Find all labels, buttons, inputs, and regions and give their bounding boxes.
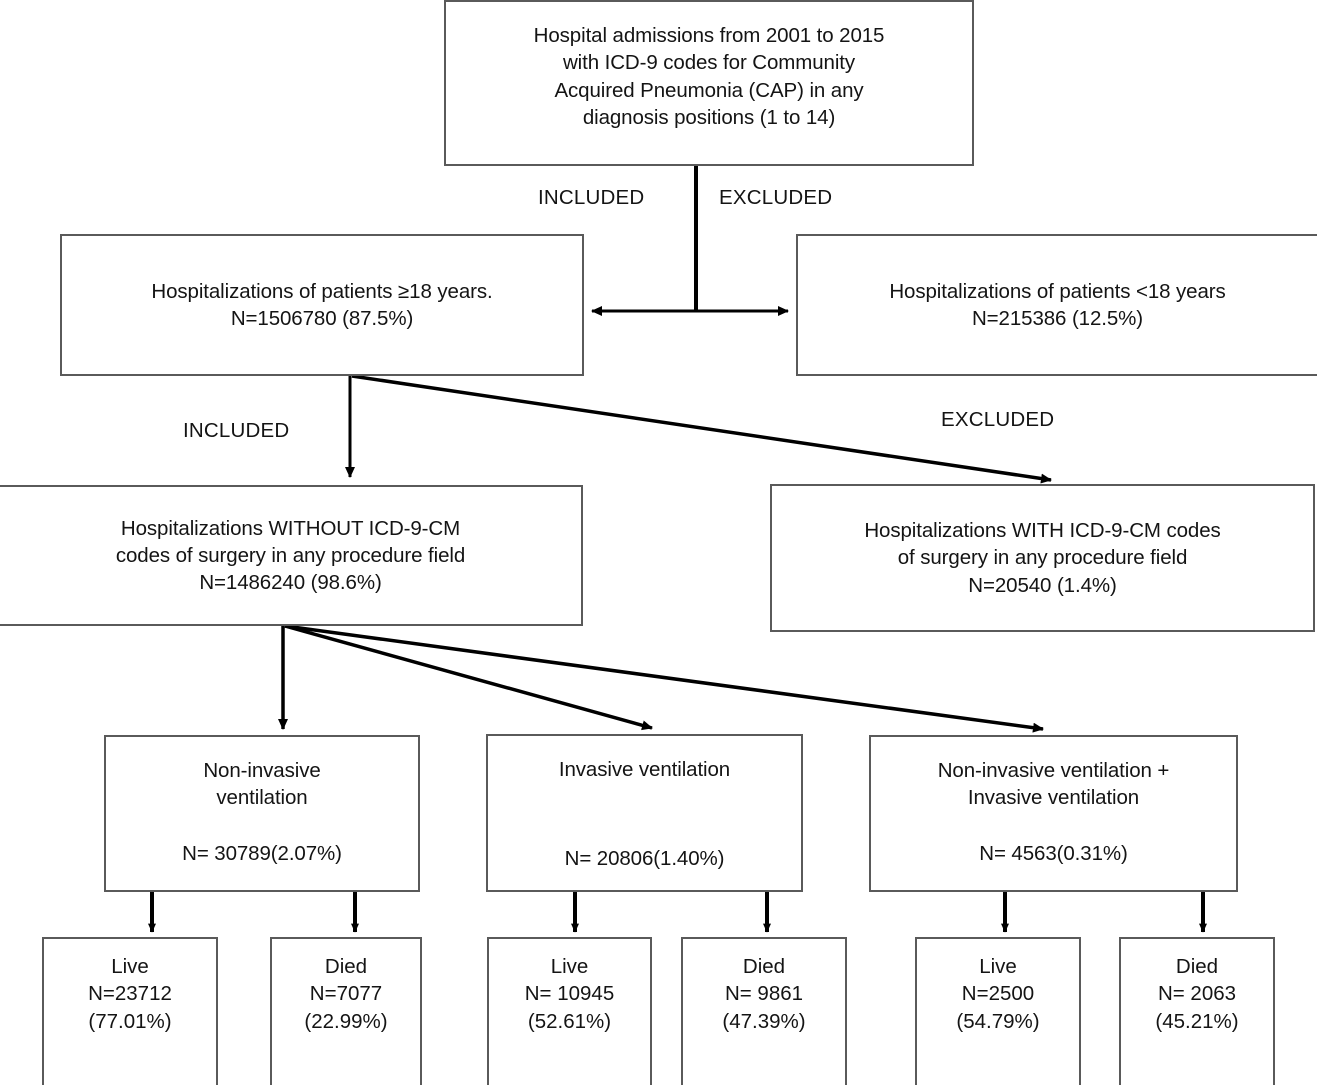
node-no-surgery-line-1: Hospitalizations WITHOUT ICD-9-CM <box>120 516 461 540</box>
outcome-status: Live <box>550 955 589 978</box>
node-root-line-2: with ICD-9 codes for Community <box>562 51 856 75</box>
outcome-count: N=7077 <box>309 982 383 1006</box>
node-no-surgery-text: Hospitalizations WITHOUT ICD-9-CM codes … <box>0 515 581 597</box>
outcome-status: Live <box>979 955 1017 978</box>
node-niv-plus-iv: Non-invasive ventilation + Invasive vent… <box>869 735 1238 892</box>
node-children-text: Hospitalizations of patients <18 years N… <box>798 278 1317 333</box>
outcome-count: N= 9861 <box>724 982 804 1006</box>
outcome-percent: (47.39%) <box>722 1009 806 1033</box>
outcome-count: N= 2063 <box>1157 982 1237 1006</box>
node-root-line-3: Acquired Pneumonia (CAP) in any <box>554 78 864 102</box>
outcome-count: N=2500 <box>961 982 1035 1006</box>
node-surgery-line-2: of surgery in any procedure field <box>897 546 1188 570</box>
node-both-title: Non-invasive ventilation + Invasive vent… <box>871 757 1236 812</box>
node-no-surgery-line-2: codes of surgery in any procedure field <box>115 543 466 567</box>
outcome-status: Died <box>324 955 368 978</box>
outcome-percent: (52.61%) <box>527 1009 612 1033</box>
node-root-line-1: Hospital admissions from 2001 to 2015 <box>533 24 885 47</box>
node-root: Hospital admissions from 2001 to 2015 wi… <box>444 0 974 166</box>
outcome-percent: (54.79%) <box>956 1009 1040 1033</box>
outcome-percent: (22.99%) <box>304 1009 388 1033</box>
node-adults-line-2: N=1506780 (87.5%) <box>230 307 414 330</box>
node-niv-title-line-2: ventilation <box>216 786 308 810</box>
outcome-box-iv-died: Died N= 9861 (47.39%) <box>681 937 847 1085</box>
flow-label-included-2: INCLUDED <box>183 419 290 442</box>
outcome-box-both-live: Live N=2500 (54.79%) <box>915 937 1081 1085</box>
edge-nosurgery-to-niv-iv <box>284 624 1044 733</box>
node-adults-line-1: Hospitalizations of patients ≥18 years. <box>151 279 493 303</box>
node-both-count: N= 4563(0.31%) <box>871 840 1236 867</box>
node-both-title-line-2: Invasive ventilation <box>967 786 1140 810</box>
outcome-box-niv-live: Live N=23712 (77.01%) <box>42 937 218 1085</box>
node-root-line-4: diagnosis positions (1 to 14) <box>582 105 836 129</box>
outcome-box-niv-died: Died N=7077 (22.99%) <box>270 937 422 1085</box>
node-both-title-line-1: Non-invasive ventilation + <box>937 759 1170 782</box>
node-niv-count: N= 30789(2.07%) <box>106 840 418 867</box>
outcome-box-both-died: Died N= 2063 (45.21%) <box>1119 937 1275 1085</box>
node-children-line-2: N=215386 (12.5%) <box>971 307 1144 330</box>
node-no-surgery-line-3: N=1486240 (98.6%) <box>199 571 382 595</box>
node-iv-title-line-1: Invasive ventilation <box>558 758 731 781</box>
node-surgery: Hospitalizations WITH ICD-9-CM codes of … <box>770 484 1315 632</box>
outcome-status: Live <box>111 955 149 978</box>
node-children-line-1: Hospitalizations of patients <18 years <box>889 279 1226 303</box>
outcome-status: Died <box>1175 955 1219 978</box>
node-invasive-ventilation: Invasive ventilation N= 20806(1.40%) <box>486 734 803 892</box>
node-surgery-text: Hospitalizations WITH ICD-9-CM codes of … <box>772 517 1313 599</box>
node-root-text: Hospital admissions from 2001 to 2015 wi… <box>446 22 972 131</box>
node-children: Hospitalizations of patients <18 years N… <box>796 234 1317 376</box>
flow-label-excluded-2: EXCLUDED <box>941 408 1055 431</box>
node-iv-count-text: N= 20806(1.40%) <box>564 847 725 871</box>
outcome-count: N= 10945 <box>524 982 615 1006</box>
node-niv-title: Non-invasive ventilation <box>106 757 418 812</box>
flow-label-excluded-1: EXCLUDED <box>719 186 833 209</box>
outcome-count: N=23712 <box>88 982 172 1006</box>
node-iv-count: N= 20806(1.40%) <box>488 845 801 872</box>
outcome-box-iv-live: Live N= 10945 (52.61%) <box>487 937 652 1085</box>
edge-nosurgery-to-iv <box>284 624 653 731</box>
flow-label-included-1: INCLUDED <box>538 186 645 209</box>
node-surgery-line-3: N=20540 (1.4%) <box>968 573 1117 597</box>
node-adults-text: Hospitalizations of patients ≥18 years. … <box>62 278 582 333</box>
outcome-status: Died <box>742 955 786 978</box>
node-niv-title-line-1: Non-invasive <box>203 759 321 782</box>
outcome-percent: (45.21%) <box>1155 1009 1239 1033</box>
node-no-surgery: Hospitalizations WITHOUT ICD-9-CM codes … <box>0 485 583 626</box>
node-both-count-text: N= 4563(0.31%) <box>979 841 1128 865</box>
outcome-percent: (77.01%) <box>88 1009 172 1033</box>
node-adults: Hospitalizations of patients ≥18 years. … <box>60 234 584 376</box>
node-iv-title: Invasive ventilation <box>488 756 801 783</box>
node-non-invasive-ventilation: Non-invasive ventilation N= 30789(2.07%) <box>104 735 420 892</box>
node-niv-count-text: N= 30789(2.07%) <box>182 841 342 865</box>
node-surgery-line-1: Hospitalizations WITH ICD-9-CM codes <box>864 519 1221 543</box>
